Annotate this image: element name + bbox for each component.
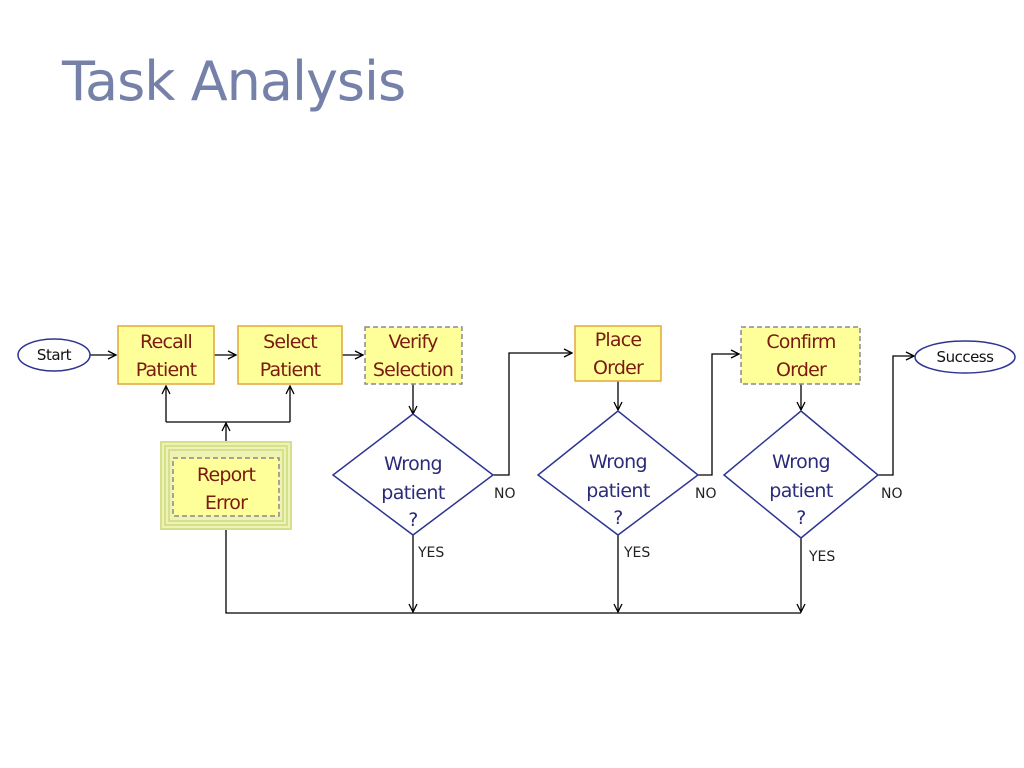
decision-wrong-patient-1: Wrong patient ?	[331, 413, 495, 536]
step-place-order: Place Order	[574, 325, 662, 382]
svg-text:Confirm: Confirm	[766, 331, 835, 353]
svg-text:Place: Place	[595, 329, 642, 351]
connectors	[90, 353, 914, 614]
step-select-patient: Select Patient	[237, 325, 343, 385]
step-verify-selection: Verify Selection	[364, 326, 463, 385]
svg-text:?: ?	[408, 509, 418, 531]
svg-text:patient: patient	[381, 482, 445, 504]
svg-text:patient: patient	[769, 480, 833, 502]
svg-text:?: ?	[613, 507, 623, 529]
svg-text:Verify: Verify	[388, 331, 438, 353]
yes-label-2: YES	[623, 545, 650, 561]
svg-text:Wrong: Wrong	[589, 451, 647, 473]
svg-text:Error: Error	[205, 492, 248, 514]
decision-wrong-patient-3: Wrong patient ?	[722, 410, 880, 539]
svg-text:Recall: Recall	[140, 331, 192, 353]
step-recall-patient: Recall Patient	[117, 325, 215, 385]
svg-text:patient: patient	[586, 480, 650, 502]
success-terminal: Success	[914, 340, 1016, 374]
svg-text:Patient: Patient	[136, 359, 197, 381]
decision-wrong-patient-2: Wrong patient ?	[536, 410, 700, 536]
svg-text:?: ?	[796, 507, 806, 529]
svg-text:Wrong: Wrong	[772, 451, 830, 473]
svg-text:Select: Select	[263, 331, 317, 353]
arrow-decision2-confirm	[698, 354, 739, 476]
step-confirm-order: Confirm Order	[740, 326, 861, 385]
svg-text:Patient: Patient	[260, 359, 321, 381]
no-label-2: NO	[695, 486, 717, 502]
arrow-decision3-success	[878, 356, 914, 476]
svg-text:Report: Report	[197, 464, 256, 486]
svg-text:Selection: Selection	[373, 359, 453, 381]
svg-text:Order: Order	[776, 359, 827, 381]
page-title: Task Analysis	[62, 50, 406, 113]
success-label: Success	[937, 348, 995, 366]
svg-text:Wrong: Wrong	[384, 453, 442, 475]
svg-text:Order: Order	[593, 357, 644, 379]
start-label: Start	[37, 346, 72, 364]
yes-label-3: YES	[808, 549, 835, 565]
no-label-3: NO	[881, 486, 903, 502]
yes-label-1: YES	[417, 545, 444, 561]
arrow-decision1-place	[493, 353, 572, 476]
return-line	[225, 530, 801, 614]
step-report-error: Report Error	[160, 441, 292, 530]
start-terminal: Start	[17, 338, 91, 372]
no-label-1: NO	[494, 486, 516, 502]
